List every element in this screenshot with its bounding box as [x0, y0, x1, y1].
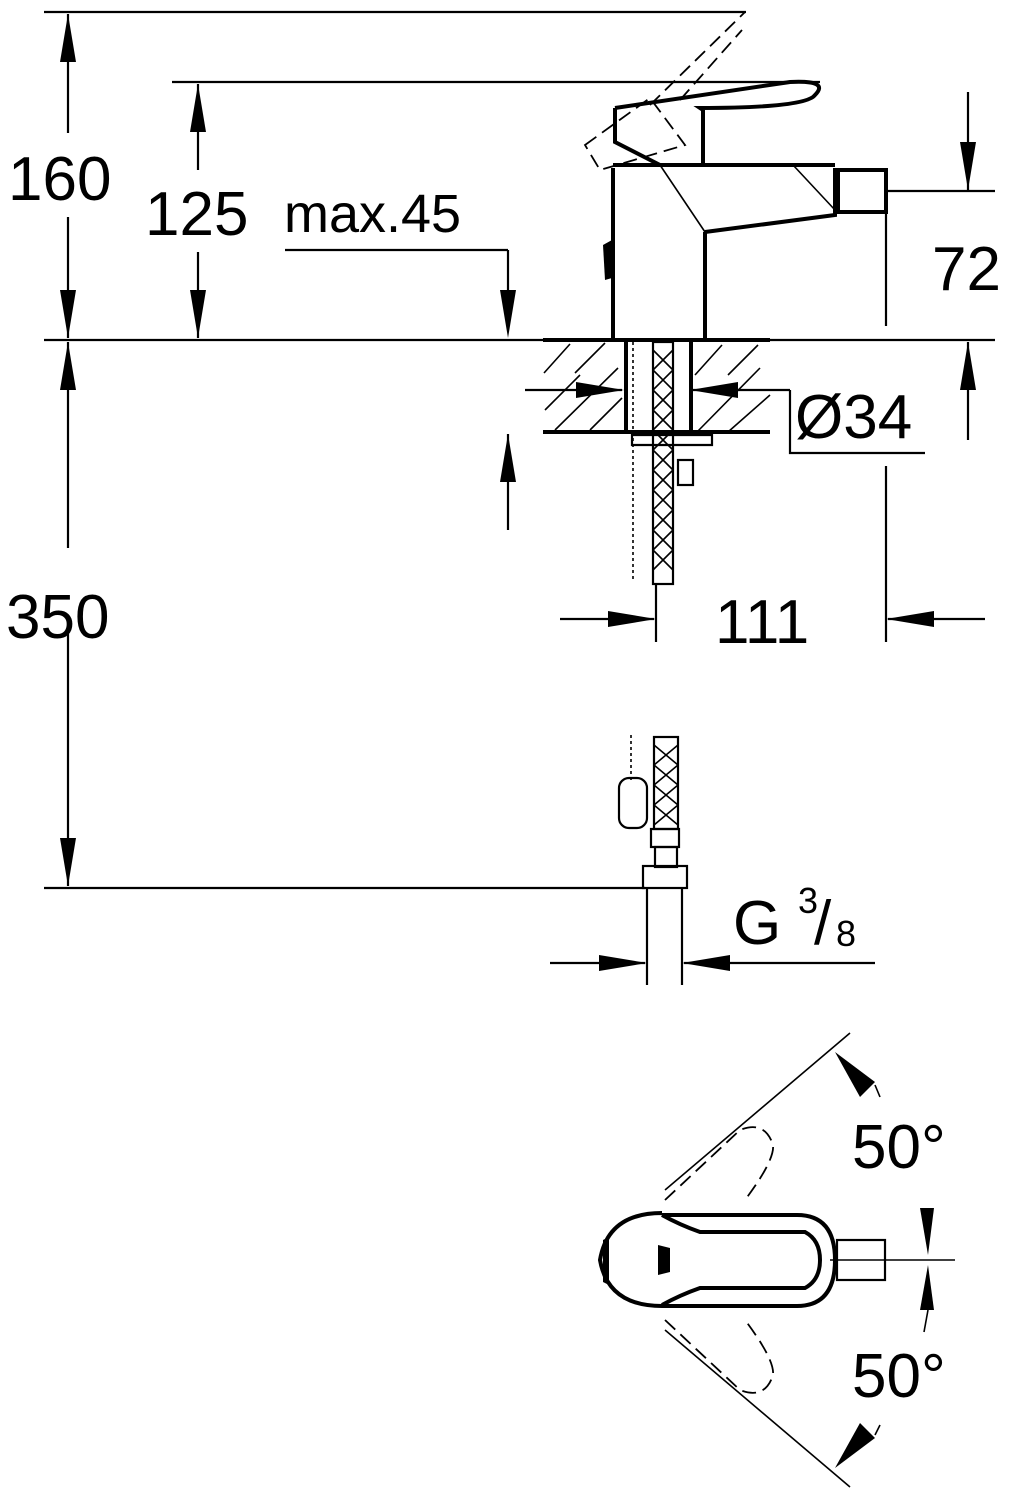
label-diameter-34: Ø34 [795, 383, 912, 452]
label-thread-denominator: 8 [836, 913, 856, 954]
label-125: 125 [145, 180, 248, 249]
hoses-upper [624, 340, 714, 586]
dimension-111: 111 [560, 466, 985, 657]
label-thread-numerator: 3 [798, 880, 818, 921]
tap-top-view: 50° 50° [597, 1032, 955, 1488]
label-thread-slash: / [814, 889, 832, 958]
label-thread-g: G [733, 889, 781, 958]
dimension-160: 160 [8, 14, 111, 338]
tap-body-side [583, 11, 888, 338]
reference-lines [44, 10, 995, 342]
label-angle-top: 50° [852, 1113, 946, 1182]
dimension-72: 72 [932, 92, 1001, 440]
label-160: 160 [8, 145, 111, 214]
worktop-section: Ø34 [500, 338, 925, 530]
hoses-lower [617, 735, 689, 985]
label-angle-bottom: 50° [852, 1342, 946, 1411]
dimension-max45: max.45 [284, 184, 516, 338]
label-max45: max.45 [284, 184, 461, 244]
dimension-125: 125 [145, 84, 248, 338]
dimension-350: 350 [6, 342, 645, 890]
label-111: 111 [715, 588, 809, 657]
dimension-thread: G 3 / 8 [550, 880, 875, 971]
label-350: 350 [6, 583, 109, 652]
label-72: 72 [932, 235, 1001, 304]
